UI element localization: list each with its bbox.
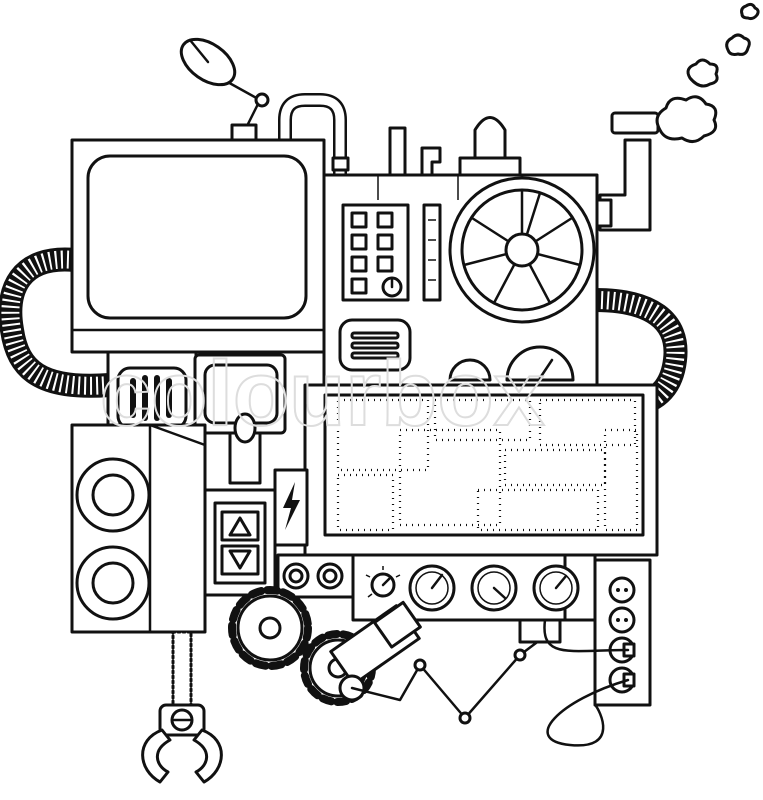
watermark: colourbox — [100, 343, 545, 445]
main-control-box — [322, 173, 599, 387]
satellite-dish — [179, 37, 270, 143]
up-arrow-icon — [228, 516, 252, 537]
power-strip — [543, 558, 652, 747]
slider-scale — [422, 203, 442, 302]
siren-light — [458, 116, 522, 178]
dial-knob — [365, 566, 401, 598]
tv-screen — [86, 154, 308, 320]
lightning-icon — [283, 482, 300, 530]
gauge — [470, 564, 518, 612]
gauge — [408, 564, 456, 612]
gauges-panel — [351, 553, 597, 622]
riveted-panel — [303, 383, 659, 557]
down-arrow-icon — [228, 549, 252, 570]
small-monitor — [193, 353, 287, 485]
arrow-buttons — [203, 488, 277, 597]
high-voltage-sign — [273, 468, 309, 547]
robot-claw — [141, 630, 223, 784]
gauge — [532, 564, 580, 612]
tall-speaker — [70, 423, 207, 634]
power-icon — [381, 276, 403, 298]
mechanical-arm — [329, 600, 562, 725]
right-coil-hose — [594, 288, 688, 411]
keypad — [341, 203, 410, 302]
tv-monitor — [70, 138, 326, 354]
top-gauges — [448, 345, 575, 382]
vent-grille — [338, 318, 412, 372]
knob-panel — [276, 553, 355, 599]
fan — [448, 176, 596, 324]
top-pipes — [278, 93, 442, 177]
smoke-clouds — [655, 2, 760, 143]
left-coil-hose — [0, 247, 111, 398]
chimney-pipe — [595, 111, 660, 232]
